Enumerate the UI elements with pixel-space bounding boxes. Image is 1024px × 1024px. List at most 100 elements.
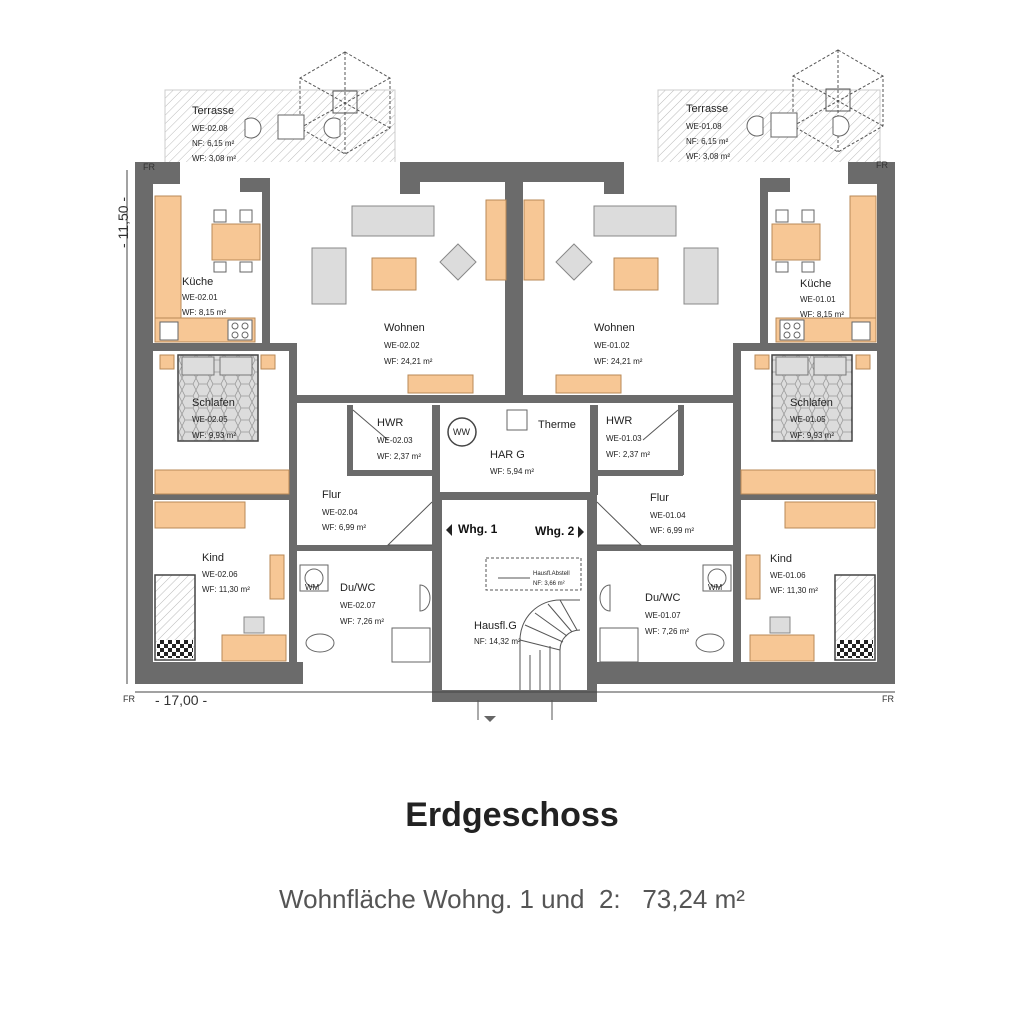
fr-marker-bottom-left: FR — [123, 694, 135, 704]
bed-right — [754, 354, 871, 442]
entrance-arrow — [484, 716, 496, 722]
svg-text:WE-01.02: WE-01.02 — [594, 341, 630, 350]
terrace-furniture-left — [244, 114, 341, 140]
svg-text:HWR: HWR — [606, 415, 632, 427]
wohnen-left-label: Wohnen WE-02.02 WF: 24,21 m² — [384, 322, 433, 366]
svg-text:WF: 6,99 m²: WF: 6,99 m² — [322, 523, 366, 532]
page-title: Erdgeschoss — [405, 796, 619, 834]
svg-text:WF: 24,21 m²: WF: 24,21 m² — [384, 357, 433, 366]
umbrella-right — [792, 49, 884, 153]
svg-text:WF: 7,26 m²: WF: 7,26 m² — [645, 627, 689, 636]
svg-text:NF: 3,66 m²: NF: 3,66 m² — [533, 581, 565, 587]
schlafen-left-label: Schlafen WE-02.05 WF: 9,93 m² — [192, 397, 236, 440]
flur-left-label: Flur WE-02.04 WF: 6,99 m² — [322, 489, 366, 532]
svg-text:Du/WC: Du/WC — [340, 582, 376, 594]
wohnen-right-label: Wohnen WE-01.02 WF: 24,21 m² — [594, 322, 643, 366]
svg-text:WE-02.03: WE-02.03 — [377, 436, 413, 445]
fr-marker-top-left: FR — [143, 162, 155, 172]
svg-text:HWR: HWR — [377, 417, 403, 429]
svg-text:Kind: Kind — [202, 552, 224, 564]
hausflur-abstell-label: Hausfl.Abstell NF: 3,66 m² — [533, 571, 570, 587]
doors — [352, 409, 679, 720]
duwc-left-label: Du/WC WE-02.07 WF: 7,26 m² — [340, 582, 384, 626]
dimension-lines — [126, 170, 895, 693]
svg-text:Hausfl.Abstell: Hausfl.Abstell — [533, 571, 570, 577]
kitchen-right-fixtures — [775, 209, 871, 341]
wardrobe-left — [154, 469, 290, 495]
svg-text:Küche: Küche — [800, 278, 831, 290]
svg-text:WF: 11,30 m²: WF: 11,30 m² — [770, 586, 818, 595]
har-label: HAR G WF: 5,94 m² — [490, 449, 534, 476]
svg-text:WE-02.08: WE-02.08 — [192, 124, 228, 133]
svg-text:Kind: Kind — [770, 553, 792, 565]
terrace-right-label: Terrasse WE-01.08 NF: 6,15 m² WF: 3,08 m… — [686, 103, 730, 161]
svg-text:WE-01.03: WE-01.03 — [606, 434, 642, 443]
svg-text:WE-02.01: WE-02.01 — [182, 293, 218, 302]
svg-text:WF: 24,21 m²: WF: 24,21 m² — [594, 357, 643, 366]
walls — [135, 162, 895, 702]
hwr-right-label: HWR WE-01.03 WF: 2,37 m² — [606, 415, 650, 459]
svg-text:Terrasse: Terrasse — [686, 103, 728, 115]
wm-right-label: WM — [708, 583, 723, 592]
hwr-left-label: HWR WE-02.03 WF: 2,37 m² — [377, 417, 421, 461]
svg-text:Wohnen: Wohnen — [594, 322, 635, 334]
floor-plan: - 11,50 - - 17,00 - FR FR FR FR Terrasse… — [115, 49, 895, 722]
svg-text:WE-02.06: WE-02.06 — [202, 570, 238, 579]
kueche-right-label: Küche WE-01.01 WF: 8,15 m² — [800, 278, 844, 319]
bathroom-right-fixtures — [599, 564, 732, 663]
svg-text:WF: 11,30 m²: WF: 11,30 m² — [202, 585, 250, 594]
height-dimension: - 11,50 - — [115, 197, 131, 248]
svg-text:Terrasse: Terrasse — [192, 105, 234, 117]
staircase — [485, 557, 582, 690]
svg-text:Flur: Flur — [650, 492, 669, 504]
whg-2-label: Whg. 2 — [535, 524, 575, 538]
svg-text:WF: 9,93 m²: WF: 9,93 m² — [790, 431, 834, 440]
ww-label: WW — [453, 427, 470, 437]
svg-text:WF: 7,26 m²: WF: 7,26 m² — [340, 617, 384, 626]
svg-text:WE-02.07: WE-02.07 — [340, 601, 376, 610]
svg-text:WF: 2,37 m²: WF: 2,37 m² — [377, 452, 421, 461]
svg-text:WE-01.07: WE-01.07 — [645, 611, 681, 620]
svg-text:WE-01.04: WE-01.04 — [650, 511, 686, 520]
svg-text:Wohnen: Wohnen — [384, 322, 425, 334]
therme-label: Therme — [538, 419, 576, 431]
svg-text:WF: 6,99 m²: WF: 6,99 m² — [650, 526, 694, 535]
whg-1-label: Whg. 1 — [458, 522, 498, 536]
svg-text:WF: 8,15 m²: WF: 8,15 m² — [800, 310, 844, 319]
svg-text:WE-02.04: WE-02.04 — [322, 508, 358, 517]
svg-text:WE-01.05: WE-01.05 — [790, 415, 826, 424]
therme-unit — [506, 409, 528, 431]
flur-right-label: Flur WE-01.04 WF: 6,99 m² — [650, 492, 694, 535]
svg-text:NF: 14,32 m²: NF: 14,32 m² — [474, 637, 521, 646]
kind-left-label: Kind WE-02.06 WF: 11,30 m² — [202, 552, 250, 594]
duwc-right-label: Du/WC WE-01.07 WF: 7,26 m² — [645, 592, 689, 636]
living-right-furniture — [555, 205, 719, 305]
whg-1-arrow — [446, 524, 452, 536]
svg-text:WE-02.05: WE-02.05 — [192, 415, 228, 424]
fr-marker-bottom-right: FR — [882, 694, 894, 704]
svg-text:Du/WC: Du/WC — [645, 592, 681, 604]
fr-marker-top-right: FR — [876, 160, 888, 170]
kid-left-furniture — [154, 501, 287, 662]
kid-right-furniture — [745, 501, 876, 662]
terrace-furniture-right — [746, 112, 850, 138]
svg-text:Schlafen: Schlafen — [192, 397, 235, 409]
width-dimension: - 17,00 - — [155, 692, 207, 708]
svg-text:WF: 2,37 m²: WF: 2,37 m² — [606, 450, 650, 459]
living-left-wood — [371, 199, 507, 394]
svg-text:Schlafen: Schlafen — [790, 397, 833, 409]
svg-text:WF: 9,93 m²: WF: 9,93 m² — [192, 431, 236, 440]
svg-text:WF: 3,08 m²: WF: 3,08 m² — [192, 154, 236, 163]
living-left-furniture — [311, 205, 477, 305]
svg-text:Flur: Flur — [322, 489, 341, 501]
svg-text:WF: 5,94 m²: WF: 5,94 m² — [490, 467, 534, 476]
umbrella-left — [299, 51, 391, 155]
svg-text:NF: 6,15 m²: NF: 6,15 m² — [192, 139, 235, 148]
svg-text:Hausfl.G: Hausfl.G — [474, 620, 517, 632]
ww-tank — [447, 417, 477, 447]
svg-text:WE-01.08: WE-01.08 — [686, 122, 722, 131]
living-area-summary: Wohnfläche Wohng. 1 und 2: 73,24 m² — [279, 884, 745, 914]
svg-text:WE-02.02: WE-02.02 — [384, 341, 420, 350]
whg-2-arrow — [578, 526, 584, 538]
bathroom-left-fixtures — [299, 564, 431, 663]
